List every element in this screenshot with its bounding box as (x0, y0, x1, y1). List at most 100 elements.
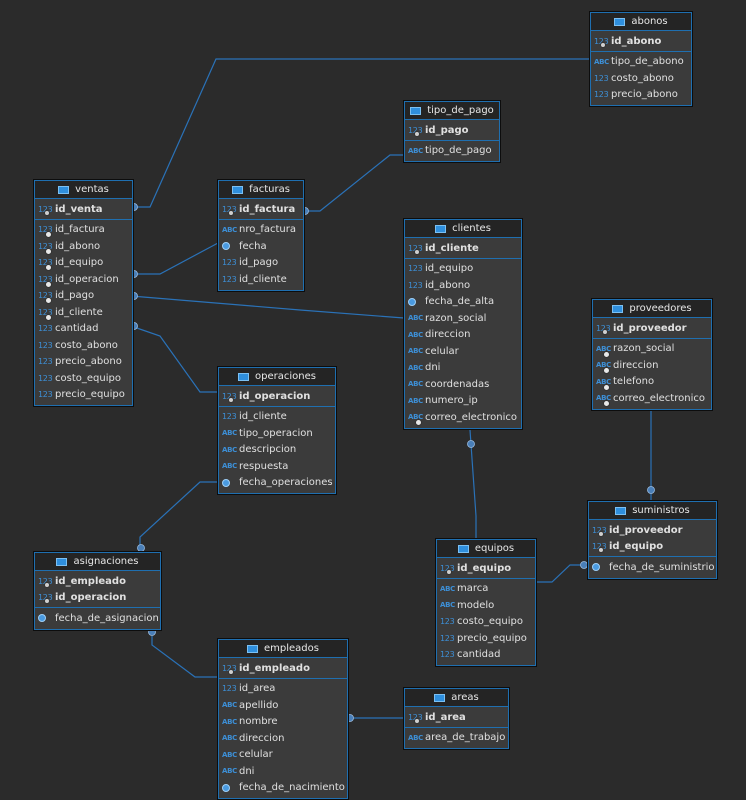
column[interactable]: fecha_de_alta (405, 294, 521, 311)
relationship-endpoint[interactable] (580, 561, 588, 569)
relationship-line[interactable] (302, 154, 404, 212)
table-header[interactable]: empleados (219, 640, 347, 658)
relationship-line[interactable] (469, 429, 477, 539)
table-header[interactable]: proveedores (593, 300, 711, 318)
relationship-line[interactable] (151, 636, 218, 678)
column[interactable]: fecha_de_nacimiento (219, 780, 347, 797)
table-asignaciones[interactable]: asignaciones 123id_empleado123id_operacio… (34, 552, 161, 630)
table-ventas[interactable]: ventas123id_venta123id_factura123id_abon… (34, 180, 133, 406)
column[interactable]: fecha_de_asignacion (35, 610, 160, 627)
relationship-endpoint[interactable] (148, 628, 156, 636)
relationship-line[interactable] (130, 325, 218, 393)
table-header[interactable]: areas (405, 689, 508, 707)
column[interactable]: fecha_operaciones (219, 475, 335, 492)
relationship-line[interactable] (131, 242, 219, 275)
column[interactable]: fecha (219, 238, 303, 255)
table-abonos[interactable]: abonos123id_abonoABCtipo_de_abono123cost… (590, 12, 692, 106)
relationship-line[interactable] (130, 295, 405, 319)
table-header[interactable]: abonos (591, 13, 691, 31)
relationship-endpoint[interactable] (137, 544, 145, 552)
relationship-endpoint[interactable] (647, 486, 655, 494)
table-facturas[interactable]: facturas 123id_facturaABCnro_facturafecha… (218, 180, 304, 291)
column[interactable]: fecha_de_suministrio (589, 559, 716, 576)
table-proveedores[interactable]: proveedores 123id_proveedorABCrazon_socia… (592, 299, 712, 410)
table-header[interactable]: tipo_de_pago (405, 102, 499, 120)
table-header[interactable]: ventas (35, 181, 132, 199)
table-header[interactable]: equipos (437, 540, 535, 558)
relationship-endpoint[interactable] (467, 440, 475, 448)
table-header[interactable]: clientes (405, 220, 521, 238)
table-suministros[interactable]: suministros 123id_proveedor123id_equipofe… (588, 501, 717, 579)
table-operaciones[interactable]: operaciones123id_operacion123id_clienteA… (218, 367, 336, 494)
table-header[interactable]: facturas (219, 181, 303, 199)
table-header[interactable]: suministros (589, 502, 716, 520)
table-equipos[interactable]: equipos123id_equipoABCmarcaABCmodelo123c… (436, 539, 536, 666)
table-header[interactable]: asignaciones (35, 553, 160, 571)
relationship-line[interactable] (139, 481, 218, 552)
relationship-line[interactable] (131, 58, 590, 208)
